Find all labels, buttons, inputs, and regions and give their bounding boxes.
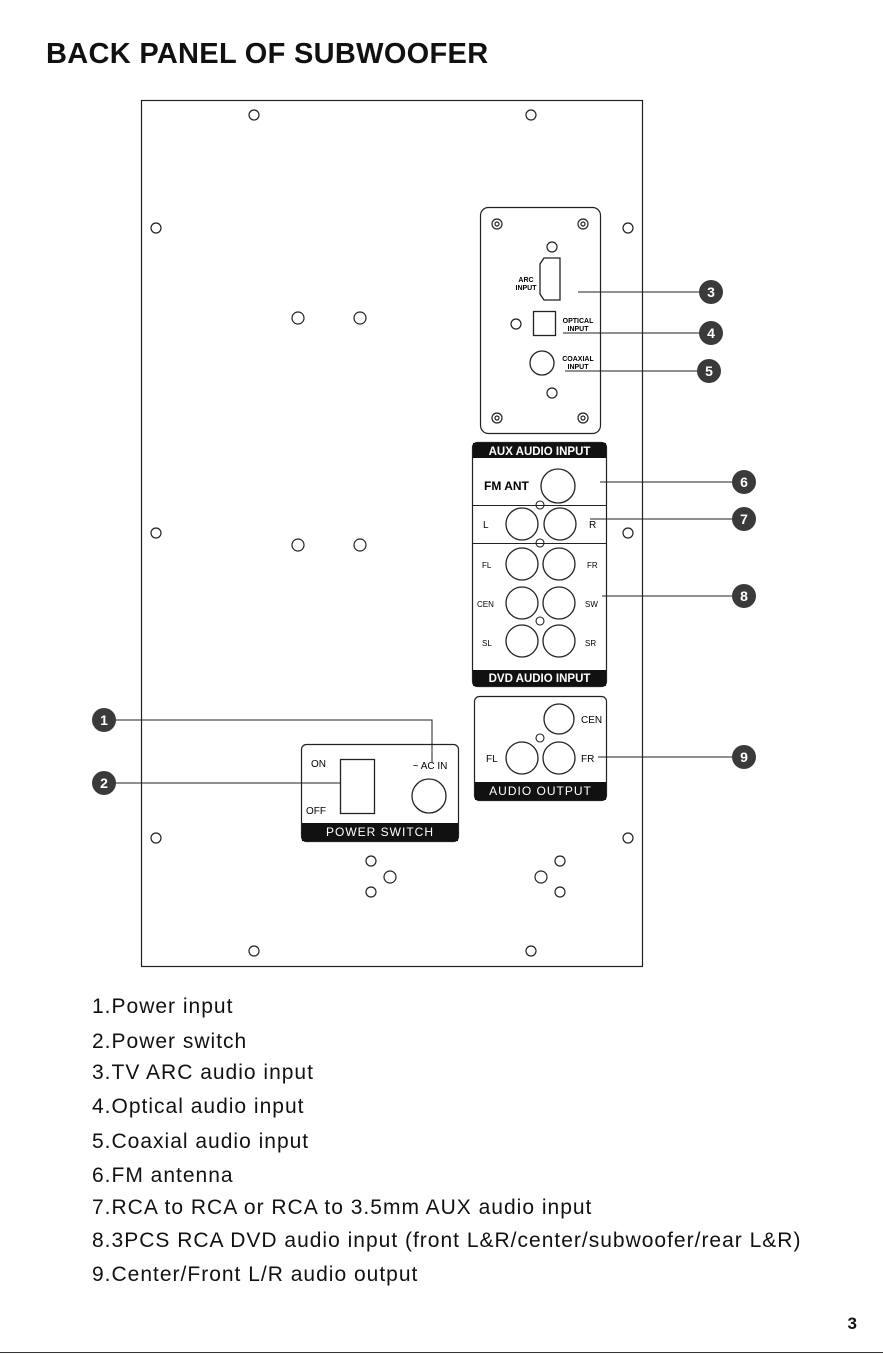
legend-item: 5.Coaxial audio input <box>92 1130 310 1153</box>
arc-hdmi-port[interactable] <box>539 257 561 301</box>
callout-marker-2: 2 <box>92 771 116 795</box>
out-fl-label: FL <box>486 754 498 765</box>
digital-input-plate: ARC INPUT OPTICAL INPUT COAXIAL INPUT <box>479 206 602 435</box>
callout-marker-7: 7 <box>732 507 756 531</box>
dvd-sr-jack[interactable] <box>542 624 576 658</box>
optical-port[interactable] <box>532 310 557 337</box>
svg-text:9: 9 <box>740 749 748 765</box>
ac-in-socket[interactable] <box>411 778 447 814</box>
out-cen-label: CEN <box>581 715 602 726</box>
svg-text:7: 7 <box>740 511 748 527</box>
callout-marker-4: 4 <box>699 321 723 345</box>
legend-item: 7.RCA to RCA or RCA to 3.5mm AUX audio i… <box>92 1196 593 1219</box>
legend-item: 3.TV ARC audio input <box>92 1061 314 1084</box>
callout-marker-8: 8 <box>732 584 756 608</box>
svg-text:1: 1 <box>100 712 108 728</box>
aux-l-label: L <box>483 520 489 531</box>
dvd-audio-input-header: DVD AUDIO INPUT <box>489 673 591 685</box>
callout-marker-6: 6 <box>732 470 756 494</box>
fr-label: FR <box>587 561 598 570</box>
svg-text:8: 8 <box>740 588 748 604</box>
svg-text:6: 6 <box>740 474 748 490</box>
panel-screw-holes <box>150 109 634 957</box>
page-number: 3 <box>847 1314 857 1333</box>
dvd-cen-jack[interactable] <box>505 586 539 620</box>
power-switch-header: POWER SWITCH <box>326 825 434 839</box>
callout-marker-5: 5 <box>697 359 721 383</box>
coaxial-label-line1: COAXIAL <box>562 356 594 363</box>
svg-text:4: 4 <box>707 325 715 341</box>
legend-item: 6.FM antenna <box>92 1164 234 1187</box>
dvd-sl-jack[interactable] <box>505 624 539 658</box>
callout-marker-1: 1 <box>92 708 116 732</box>
power-switch-plate: POWER SWITCH ON OFF ~ AC IN <box>300 743 460 843</box>
cen-label: CEN <box>477 600 494 609</box>
aux-l-jack[interactable] <box>505 507 539 541</box>
dvd-sw-jack[interactable] <box>542 586 576 620</box>
dvd-fr-jack[interactable] <box>542 547 576 581</box>
dvd-fl-jack[interactable] <box>505 547 539 581</box>
arc-label-line2: INPUT <box>516 285 538 292</box>
fl-label: FL <box>482 561 492 570</box>
out-fr-jack[interactable] <box>542 741 576 775</box>
coaxial-port[interactable] <box>529 350 555 376</box>
arc-label-line1: ARC <box>518 277 533 284</box>
svg-text:5: 5 <box>705 363 713 379</box>
fm-ant-label: FM ANT <box>484 479 530 493</box>
out-fl-jack[interactable] <box>505 741 539 775</box>
callout-marker-9: 9 <box>732 745 756 769</box>
callout-marker-3: 3 <box>699 280 723 304</box>
power-rocker-switch[interactable] <box>339 758 376 815</box>
aux-r-jack[interactable] <box>543 507 577 541</box>
legend-item: 1.Power input <box>92 995 234 1018</box>
sr-label: SR <box>585 639 596 648</box>
back-panel-diagram: ARC INPUT OPTICAL INPUT COAXIAL INPUT AU… <box>92 99 756 968</box>
aux-r-label: R <box>589 520 596 531</box>
out-cen-jack[interactable] <box>543 703 575 735</box>
panel-outline <box>140 99 644 968</box>
coaxial-label-line2: INPUT <box>568 364 590 371</box>
callout-leader-lines <box>116 291 734 784</box>
legend-item: 4.Optical audio input <box>92 1095 305 1118</box>
sw-label: SW <box>585 600 598 609</box>
legend-item: 8.3PCS RCA DVD audio input (front L&R/ce… <box>92 1229 802 1252</box>
sl-label: SL <box>482 639 492 648</box>
off-label: OFF <box>306 806 326 817</box>
optical-label-line2: INPUT <box>568 326 590 333</box>
svg-text:2: 2 <box>100 775 108 791</box>
analog-input-plate: AUX AUDIO INPUT DVD AUDIO INPUT FM ANT L… <box>471 441 608 688</box>
fm-antenna-jack[interactable] <box>540 468 576 504</box>
on-label: ON <box>311 759 326 770</box>
aux-audio-input-header: AUX AUDIO INPUT <box>489 446 591 458</box>
audio-output-plate: AUDIO OUTPUT CEN FL FR <box>473 695 608 802</box>
out-fr-label: FR <box>581 754 594 765</box>
page-title: BACK PANEL OF SUBWOOFER <box>46 38 489 70</box>
ac-in-label: ~ AC IN <box>413 761 448 772</box>
optical-label-line1: OPTICAL <box>563 318 594 325</box>
svg-text:3: 3 <box>707 284 715 300</box>
footer-rule <box>0 1352 883 1353</box>
legend-item: 2.Power switch <box>92 1030 248 1053</box>
audio-output-header: AUDIO OUTPUT <box>489 784 592 798</box>
legend-item: 9.Center/Front L/R audio output <box>92 1263 419 1286</box>
